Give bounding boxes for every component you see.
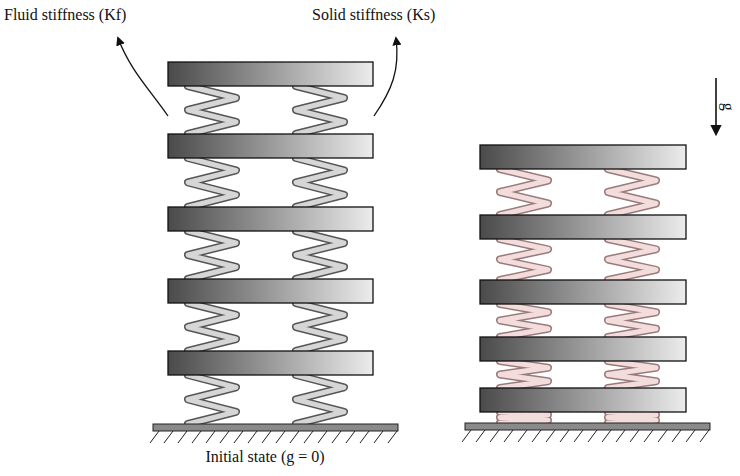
spring-highlight [500, 361, 548, 388]
spring [188, 86, 236, 134]
plate [480, 388, 686, 412]
spring-highlight [608, 304, 656, 337]
ground-hatch [276, 431, 285, 443]
plate [168, 134, 373, 158]
spring-highlight [608, 239, 656, 280]
plate [168, 351, 373, 375]
ground-hatch [234, 431, 243, 443]
ground-hatch [346, 431, 355, 443]
ground-hatch [560, 430, 569, 442]
spring [608, 304, 656, 337]
plate [480, 280, 686, 304]
ground-hatch [360, 431, 369, 443]
ground-hatch [318, 431, 327, 443]
ground-hatch [150, 431, 159, 443]
ground-hatch [206, 431, 215, 443]
ground-hatch [588, 430, 597, 442]
spring [500, 412, 548, 423]
ground-hatch [304, 431, 313, 443]
ground-hatch [658, 430, 667, 442]
ground-hatch [686, 430, 695, 442]
spring-highlight [296, 158, 344, 207]
ground-hatch [476, 430, 485, 442]
spring-highlight [608, 412, 656, 423]
spring-highlight [188, 303, 236, 351]
ground-hatch [602, 430, 611, 442]
stiffness-label: Solid stiffness (Ks) [312, 6, 435, 24]
plate [480, 145, 686, 169]
gravity-arrow [715, 78, 717, 134]
ground-hatch [220, 431, 229, 443]
spring [188, 375, 236, 424]
plate [480, 337, 686, 361]
spring-highlight [608, 361, 656, 388]
spring [296, 375, 344, 424]
spring [608, 239, 656, 280]
ground-hatch [262, 431, 271, 443]
stiffness-label: Fluid stiffness (Kf) [4, 6, 126, 24]
ground-hatch [290, 431, 299, 443]
ground-hatch [164, 431, 173, 443]
ground-hatch [574, 430, 583, 442]
spring-highlight [296, 86, 344, 134]
spring-highlight [296, 231, 344, 279]
ground-hatch [388, 431, 397, 443]
spring-highlight [296, 303, 344, 351]
spring-highlight [608, 169, 656, 215]
spring [296, 86, 344, 134]
spring-highlight [188, 86, 236, 134]
ground-hatch [332, 431, 341, 443]
spring-highlight [500, 304, 548, 337]
spring [188, 158, 236, 207]
plate [168, 62, 373, 86]
ground-hatch [490, 430, 499, 442]
ground-plate [465, 423, 710, 430]
spring [188, 231, 236, 279]
spring [188, 303, 236, 351]
ground-hatch [644, 430, 653, 442]
ground-hatch [700, 430, 709, 442]
ground-hatch [672, 430, 681, 442]
spring-highlight [188, 375, 236, 424]
ground-hatch [374, 431, 383, 443]
spring [500, 239, 548, 280]
plate [168, 279, 373, 303]
spring [608, 361, 656, 388]
ground-hatch [532, 430, 541, 442]
spring [296, 158, 344, 207]
spring [500, 169, 548, 215]
leader-arrow [118, 38, 168, 116]
ground-hatch [178, 431, 187, 443]
ground-hatch [192, 431, 201, 443]
ground-hatch [546, 430, 555, 442]
spring-highlight [500, 169, 548, 215]
spring-highlight [188, 231, 236, 279]
spring-highlight [500, 412, 548, 423]
spring [608, 412, 656, 423]
ground-hatch [630, 430, 639, 442]
spring [500, 304, 548, 337]
spring-highlight [296, 375, 344, 424]
ground-hatch [248, 431, 257, 443]
plate [480, 215, 686, 239]
ground-plate [153, 424, 398, 431]
ground-hatch [616, 430, 625, 442]
spring [500, 361, 548, 388]
plate [168, 207, 373, 231]
ground-hatch [518, 430, 527, 442]
spring [608, 169, 656, 215]
leader-arrow [374, 38, 397, 116]
spring [296, 231, 344, 279]
ground-hatch [504, 430, 513, 442]
gravity-label: g [719, 103, 737, 111]
spring [296, 303, 344, 351]
state-caption: Initial state (g = 0) [205, 448, 324, 466]
spring-highlight [500, 239, 548, 280]
spring-highlight [188, 158, 236, 207]
ground-hatch [462, 430, 471, 442]
